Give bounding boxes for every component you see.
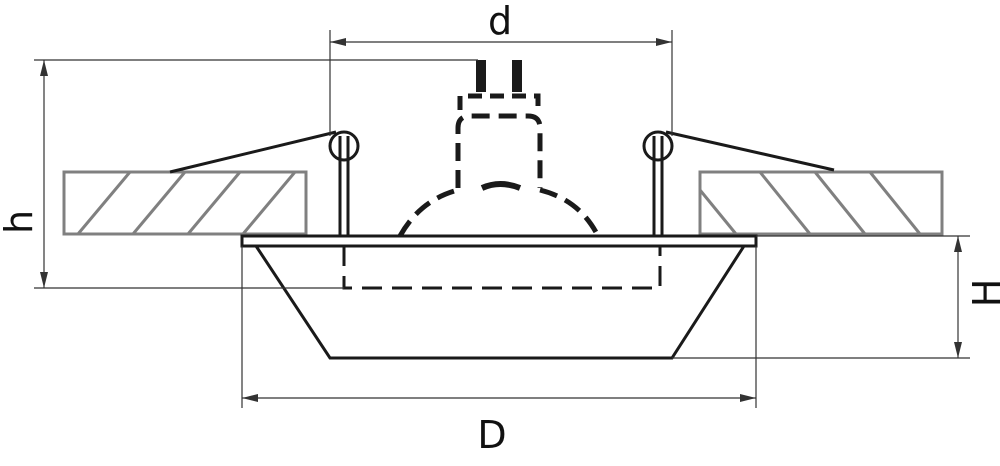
label-h: h xyxy=(0,210,41,234)
ceiling-left xyxy=(62,170,308,236)
lamp xyxy=(397,60,601,238)
spring-clip-left xyxy=(169,130,360,244)
label-H: H xyxy=(965,279,1000,308)
recess-outline xyxy=(342,246,662,290)
dimension-H: H xyxy=(672,235,1000,359)
label-D: D xyxy=(477,413,506,457)
spring-clip-right xyxy=(642,130,835,244)
label-d: d xyxy=(488,0,512,43)
ceiling-right xyxy=(698,170,944,236)
dimension-d: d xyxy=(329,0,673,136)
dimension-h: h xyxy=(0,59,478,289)
dimension-D: D xyxy=(241,246,757,457)
housing-body xyxy=(253,244,747,360)
